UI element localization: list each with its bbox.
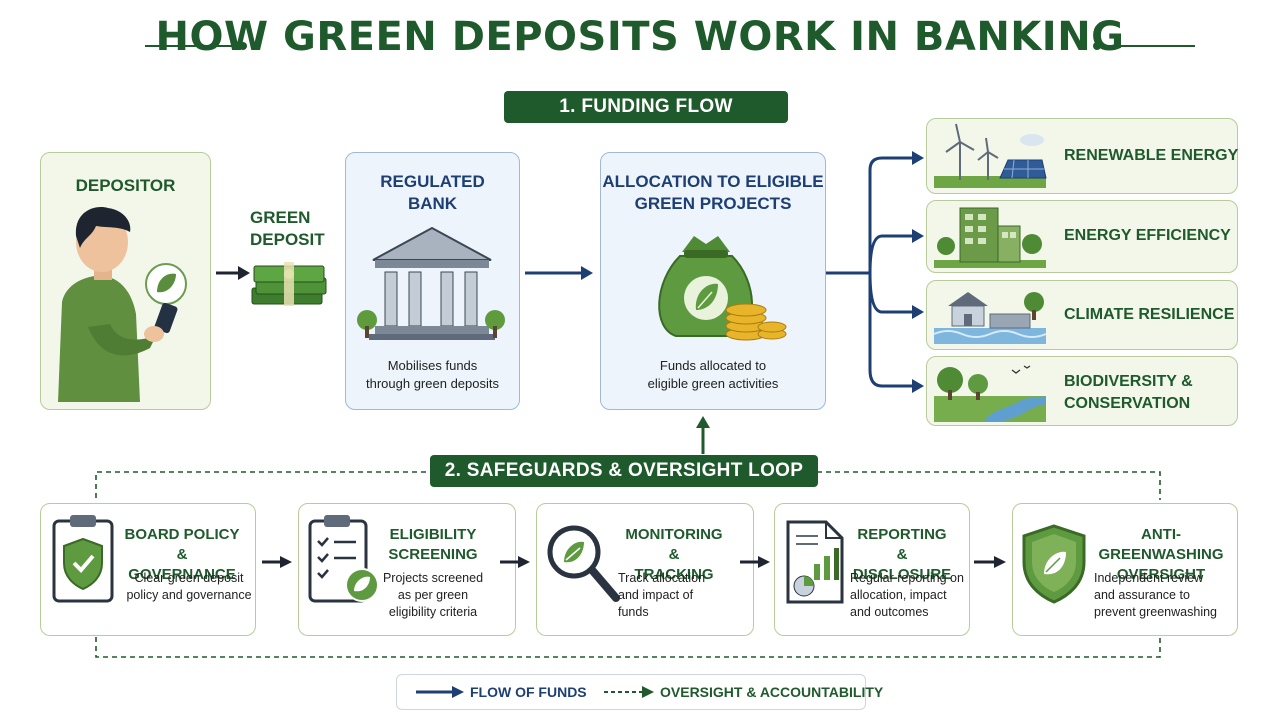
project-label-biodiversity: BIODIVERSITY & CONSERVATION — [1064, 371, 1193, 415]
safeguard-heading-reporting: REPORTING & DISCLOSURE — [852, 525, 952, 585]
safeguard-1-desc-line2: as per green — [397, 588, 469, 602]
wind-solar-icon — [934, 123, 1047, 188]
safeguard-desc-monitoring: Track allocation and impact of funds — [618, 570, 718, 621]
bank-building-icon — [357, 226, 505, 340]
money-bag-icon — [658, 236, 787, 341]
allocation-heading-line1: ALLOCATION TO ELIGIBLE — [602, 172, 824, 191]
bank-desc-line2: through green deposits — [366, 376, 499, 391]
allocation-heading-line2: GREEN PROJECTS — [634, 194, 792, 213]
bank-desc-line1: Mobilises funds — [387, 358, 478, 373]
magnifier-leaf-icon — [547, 525, 620, 602]
safeguard-4-heading-line1: ANTI-GREENWASHING — [1098, 526, 1224, 563]
safeguard-desc-reporting: Regular reporting on allocation, impact … — [850, 570, 968, 621]
green-deposit-line1: GREEN — [250, 208, 311, 227]
arrow-safeguard-4-to-5 — [974, 556, 1006, 568]
safeguard-3-desc-line1: Regular reporting on — [850, 571, 964, 585]
arrow-bank-to-allocation — [525, 266, 593, 280]
safeguard-2-desc-line1: Track allocation — [618, 571, 706, 585]
safeguard-2-heading-line2: TRACKING — [634, 566, 714, 583]
title-dot-right — [1093, 42, 1101, 50]
safeguard-4-heading-line2: OVERSIGHT — [1116, 566, 1206, 583]
report-document-icon — [786, 520, 844, 604]
project-label-energy-efficiency: ENERGY EFFICIENCY — [1064, 227, 1231, 244]
safeguard-0-heading-line2: & GOVERNANCE — [128, 546, 236, 583]
safeguard-4-desc-line1: Independent review — [1094, 571, 1204, 585]
safeguard-0-desc-line1: Clear green deposit — [134, 571, 244, 585]
safeguard-1-desc-line3: eligibility criteria — [388, 605, 478, 619]
safeguard-4-desc-line3: prevent greenwashing — [1094, 605, 1217, 619]
safeguard-3-desc-line3: and outcomes — [850, 605, 929, 619]
clipboard-shield-icon — [52, 515, 114, 603]
depositor-heading: DEPOSITOR — [75, 176, 176, 195]
bank-heading-line2: BANK — [407, 194, 458, 213]
project-label-biodiversity-line1: BIODIVERSITY & — [1064, 373, 1193, 390]
title-dot-left — [239, 42, 247, 50]
safeguard-0-heading-line1: BOARD POLICY — [124, 526, 240, 543]
allocation-desc-line1: Funds allocated to — [659, 358, 767, 373]
section-safeguards: 2. SAFEGUARDS & OVERSIGHT LOOP — [430, 455, 818, 487]
arrow-safeguard-1-to-2 — [262, 556, 292, 568]
safeguard-desc-anti-greenwashing: Independent review and assurance to prev… — [1094, 570, 1234, 621]
cash-stack-icon — [251, 262, 327, 306]
arrow-depositor-to-deposit — [216, 266, 250, 280]
project-branch-arrows — [826, 151, 924, 393]
safeguard-3-desc-line2: allocation, impact — [850, 588, 947, 602]
project-label-climate-resilience: CLIMATE RESILIENCE — [1064, 306, 1235, 323]
flood-defense-icon — [933, 292, 1047, 344]
bank-description: Mobilises funds through green deposits — [346, 357, 519, 393]
arrow-safeguard-3-to-4 — [740, 556, 770, 568]
safeguard-heading-board-policy: BOARD POLICY & GOVERNANCE — [122, 525, 242, 585]
safeguard-desc-board-policy: Clear green deposit policy and governanc… — [122, 570, 256, 604]
green-deposit-label: GREEN DEPOSIT — [250, 207, 325, 251]
allocation-description: Funds allocated to eligible green activi… — [601, 357, 825, 393]
legend-flow-of-funds: FLOW OF FUNDS — [470, 684, 587, 700]
arrow-safeguard-2-to-3 — [500, 556, 530, 568]
bank-heading: REGULATED BANK — [346, 171, 519, 215]
legend-box — [396, 674, 866, 710]
safeguard-heading-eligibility: ELIGIBILITY SCREENING — [383, 525, 483, 565]
arrow-oversight-to-allocation — [696, 416, 710, 454]
safeguard-0-desc-line2: policy and governance — [126, 588, 252, 602]
safeguard-desc-eligibility: Projects screened as per green eligibili… — [378, 570, 488, 621]
shield-leaf-icon — [1022, 524, 1086, 604]
legend-dashed-arrow — [604, 686, 654, 698]
safeguard-4-desc-line2: and assurance to — [1094, 588, 1190, 602]
title-rule-right — [1100, 45, 1195, 47]
allocation-desc-line2: eligible green activities — [647, 376, 779, 391]
safeguard-heading-monitoring: MONITORING & TRACKING — [622, 525, 726, 585]
safeguard-2-desc-line2: and impact of — [618, 588, 694, 602]
safeguard-3-heading-line1: REPORTING & — [857, 526, 947, 563]
safeguard-heading-anti-greenwashing: ANTI-GREENWASHING OVERSIGHT — [1090, 525, 1232, 585]
safeguard-1-heading-line2: SCREENING — [388, 546, 478, 563]
green-deposit-line2: DEPOSIT — [250, 230, 325, 249]
bank-heading-line1: REGULATED — [380, 172, 485, 191]
section-funding-flow: 1. FUNDING FLOW — [504, 91, 788, 123]
project-label-biodiversity-line2: CONSERVATION — [1064, 395, 1191, 412]
green-building-icon — [934, 207, 1046, 268]
nature-river-icon — [934, 365, 1046, 422]
regulated-bank-card: REGULATED BANK Mobilises funds through g… — [345, 152, 520, 410]
legend-oversight: OVERSIGHT & ACCOUNTABILITY — [660, 684, 884, 700]
page-title: HOW GREEN DEPOSITS WORK IN BANKING — [155, 14, 1125, 60]
allocation-heading: ALLOCATION TO ELIGIBLE GREEN PROJECTS — [601, 171, 825, 215]
checklist-icon — [308, 515, 379, 603]
safeguard-2-heading-line1: MONITORING & — [625, 526, 723, 563]
safeguard-3-heading-line2: DISCLOSURE — [852, 566, 952, 583]
depositor-person-illustration — [58, 207, 187, 402]
safeguard-2-desc-line3: funds — [618, 605, 649, 619]
safeguard-1-heading-line1: ELIGIBILITY — [389, 526, 477, 543]
safeguard-1-desc-line1: Projects screened — [382, 571, 484, 585]
project-card-renewable-energy — [926, 118, 1238, 194]
title-rule-left — [145, 45, 245, 47]
legend-solid-arrow — [416, 686, 464, 698]
project-label-renewable-energy: RENEWABLE ENERGY — [1064, 147, 1239, 164]
